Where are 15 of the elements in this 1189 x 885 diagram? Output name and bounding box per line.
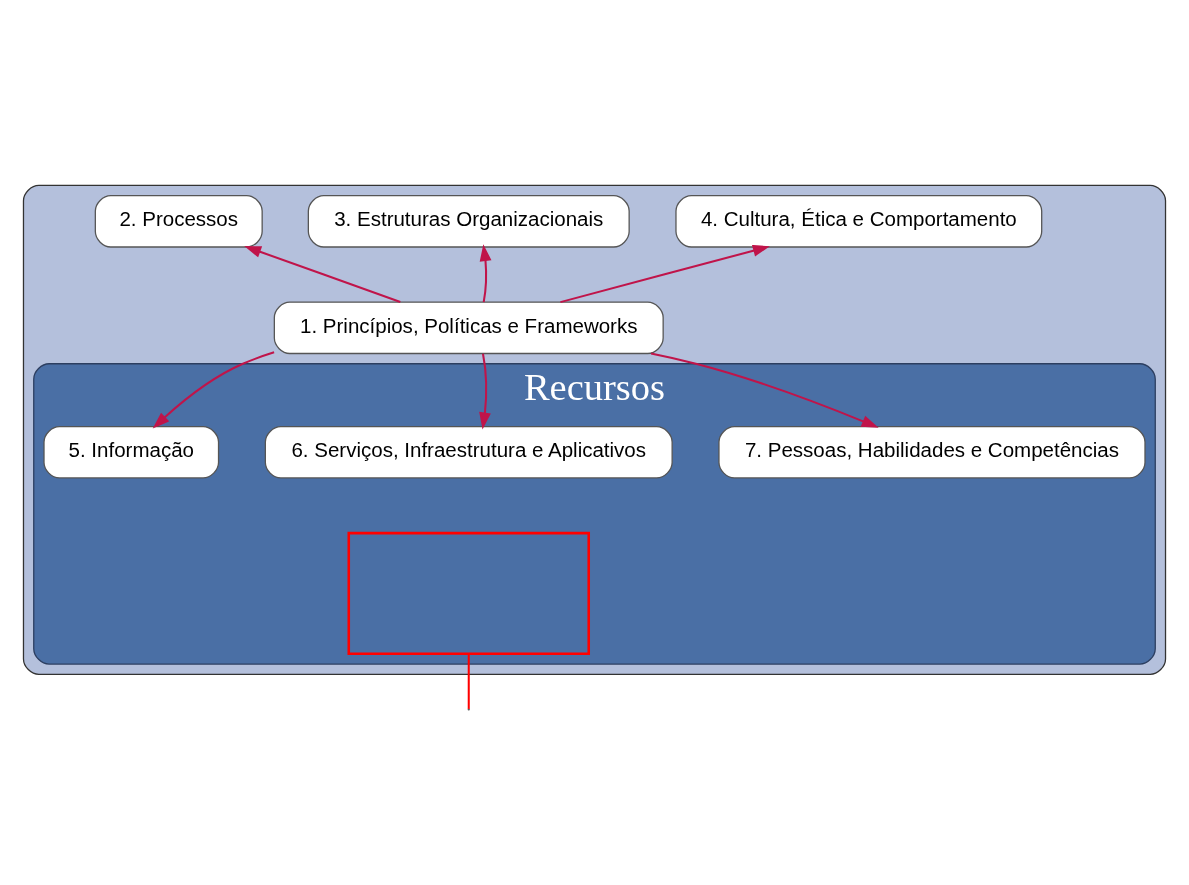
arrow xyxy=(152,351,275,429)
arrow xyxy=(479,353,491,430)
node-box: 4. Cultura, Ética e Comportamento xyxy=(675,195,1043,248)
node-box xyxy=(347,531,590,656)
node-box: 2. Processos xyxy=(94,195,263,248)
arrow xyxy=(244,246,401,303)
node-box: 1. Princípios, Políticas e Frameworks xyxy=(273,301,664,355)
arrow xyxy=(479,244,492,303)
node-box: 6. Serviços, Infraestrutura e Aplicativos xyxy=(264,426,673,479)
cluster xyxy=(22,184,1167,675)
node-box: 7. Pessoas, Habilidades e Competências xyxy=(718,426,1146,479)
arrow xyxy=(650,352,879,428)
arrow xyxy=(560,244,770,304)
node-box: 5. Informação xyxy=(43,426,220,479)
node-box: 3. Estruturas Organizacionais xyxy=(307,195,630,248)
